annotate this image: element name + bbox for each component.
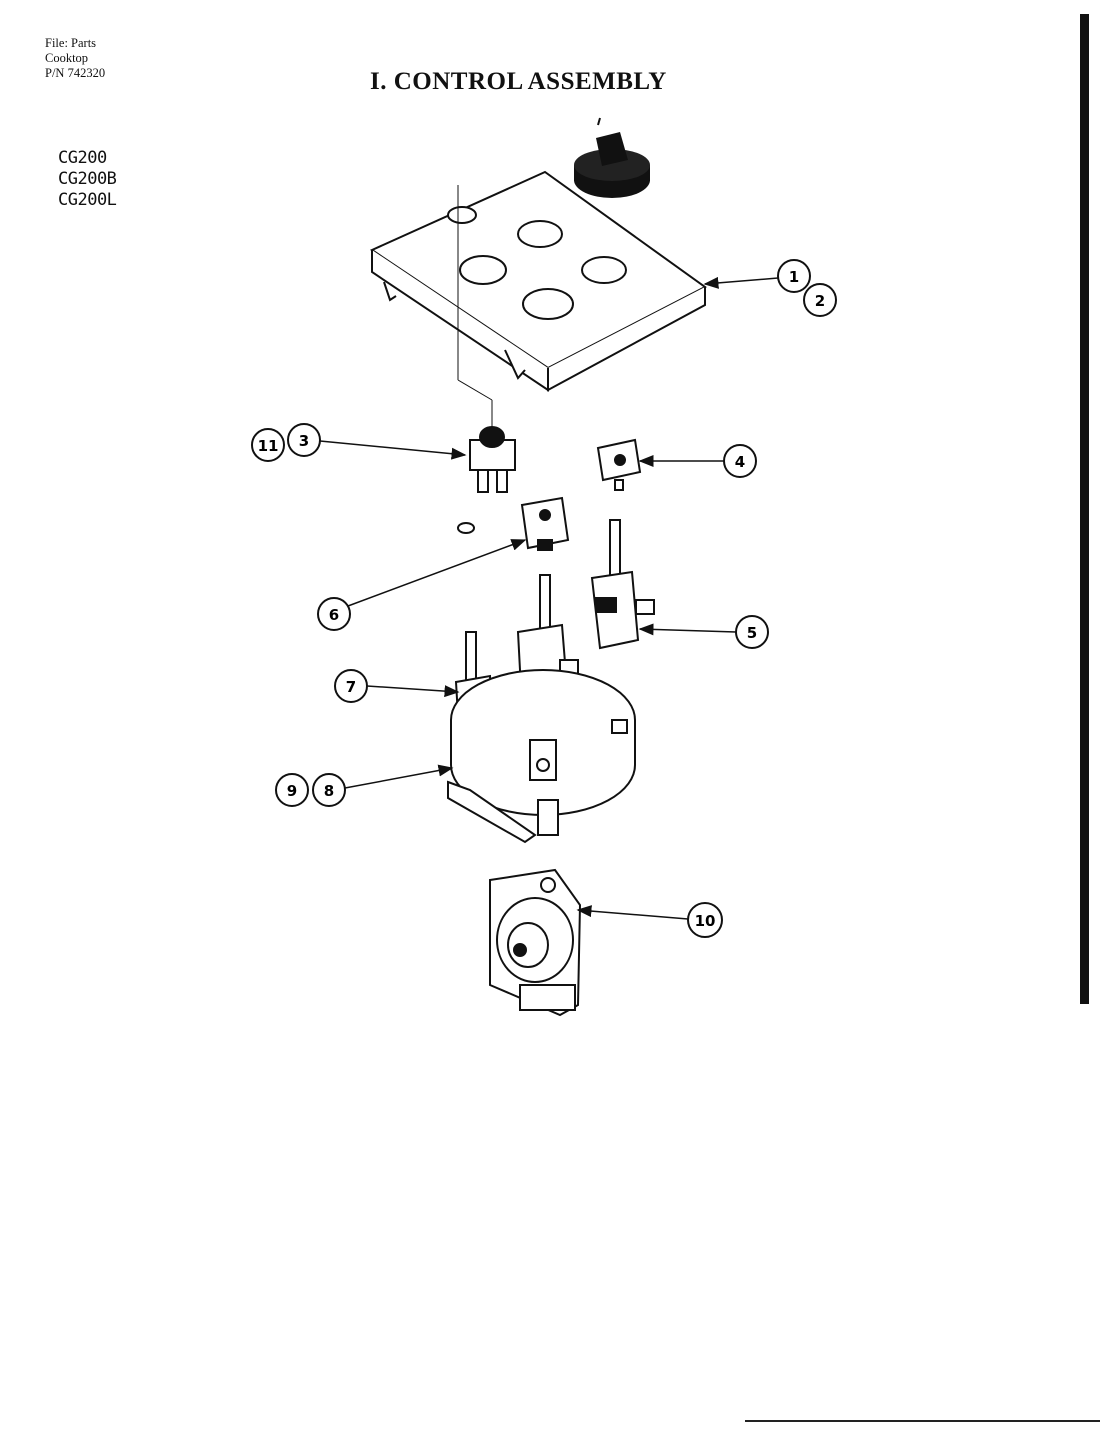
page-title: I. CONTROL ASSEMBLY [370,68,667,95]
model-item: CG200B [58,169,117,189]
callout-10: 10 [576,902,723,938]
svg-text:6: 6 [329,606,339,624]
svg-text:4: 4 [735,453,745,471]
callout-1: 1 [703,259,811,293]
category-line: Cooktop [45,51,89,65]
part-6-bracket [520,496,570,551]
callout-5: 5 [638,615,769,649]
model-item: CG200 [58,148,107,168]
binding-edge-bar [1080,14,1089,1004]
svg-text:8: 8 [324,782,334,800]
burner-valve-5 [590,519,655,650]
callout-3: 3 [287,423,467,460]
callout-7: 7 [334,669,460,703]
callout-2: 2 [803,283,837,317]
file-info: File: Parts Cooktop P/N 742320 [45,36,105,81]
svg-text:10: 10 [695,912,716,930]
svg-text:5: 5 [747,624,757,642]
svg-text:7: 7 [346,678,356,696]
control-knob [574,117,650,198]
callout-6: 6 [317,539,527,631]
svg-text:1: 1 [789,268,799,286]
model-list: CG200 CG200B CG200L [58,148,117,211]
model-item: CG200L [58,190,117,210]
bottom-rule [745,1420,1100,1422]
callout-8: 8 [312,764,454,807]
part-4-bracket [596,438,642,491]
callout-11: 11 [251,428,285,462]
svg-text:9: 9 [287,782,297,800]
part-number-line: P/N 742320 [45,66,106,80]
svg-text:2: 2 [815,292,825,310]
control-panel [369,170,707,392]
callout-9: 9 [275,773,309,807]
svg-text:11: 11 [258,437,279,455]
callout-4: 4 [638,444,757,478]
file-line: File: Parts [45,36,97,50]
pressure-regulator [489,868,582,1017]
ignition-switch [457,426,516,534]
svg-text:3: 3 [299,432,309,450]
manifold-base [447,669,636,844]
